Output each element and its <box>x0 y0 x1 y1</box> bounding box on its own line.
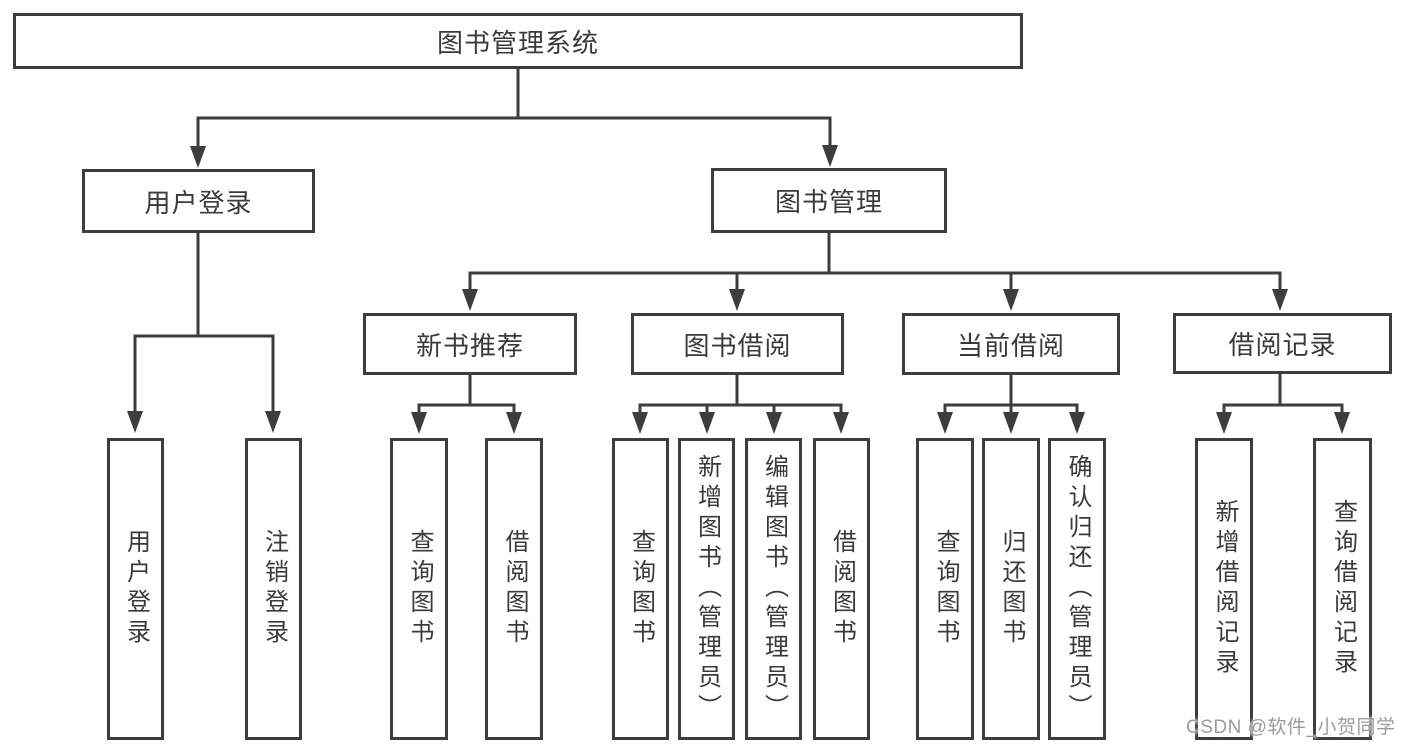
node-borrowing-records: 借阅记录 <box>1173 313 1392 374</box>
node-book-borrowing-label: 图书借阅 <box>683 330 792 361</box>
leaf-user-login: 用户登录 <box>107 438 164 740</box>
node-new-book-recommend: 新书推荐 <box>363 313 577 375</box>
csdn-watermark: CSDN @软件_小贺同学 <box>1186 717 1396 738</box>
leaf-logout: 注销登录 <box>245 438 302 740</box>
node-root: 图书管理系统 <box>13 13 1023 69</box>
node-root-label: 图书管理系统 <box>436 27 599 58</box>
leaf-return-books-label: 归还图书 <box>998 529 1025 649</box>
node-borrowing-records-label: 借阅记录 <box>1228 330 1337 360</box>
leaf-user-login-label: 用户登录 <box>122 529 150 649</box>
leaf-return-books: 归还图书 <box>982 438 1040 740</box>
node-current-borrowing-label: 当前借阅 <box>956 330 1065 361</box>
node-book-borrowing: 图书借阅 <box>631 313 844 375</box>
leaf-edit-book-admin-label: 编辑图书（管理员） <box>760 454 788 724</box>
leaf-query-borrow-record-label: 查询借阅记录 <box>1329 499 1357 679</box>
leaf-confirm-return-admin: 确认归还（管理员） <box>1048 438 1106 740</box>
leaf-query-books-current: 查询图书 <box>916 438 974 740</box>
leaf-query-books-current-label: 查询图书 <box>932 529 959 649</box>
leaf-add-book-admin: 新增图书（管理员） <box>678 438 735 740</box>
leaf-query-books-recommend-label: 查询图书 <box>406 529 433 649</box>
leaf-add-borrow-record: 新增借阅记录 <box>1195 438 1253 740</box>
node-book-management: 图书管理 <box>711 168 947 233</box>
node-user-login-label: 用户登录 <box>144 187 253 218</box>
leaf-edit-book-admin: 编辑图书（管理员） <box>745 438 802 740</box>
leaf-borrow-books-borrowing-label: 借阅图书 <box>828 529 856 649</box>
node-user-login: 用户登录 <box>82 169 315 233</box>
leaf-logout-label: 注销登录 <box>260 529 288 649</box>
leaf-add-book-admin-label: 新增图书（管理员） <box>693 454 721 724</box>
leaf-query-books-borrowing-label: 查询图书 <box>627 529 655 649</box>
node-current-borrowing: 当前借阅 <box>902 313 1120 375</box>
leaf-borrow-books-borrowing: 借阅图书 <box>813 438 870 740</box>
leaf-query-books-borrowing: 查询图书 <box>612 438 669 740</box>
leaf-confirm-return-admin-label: 确认归还（管理员） <box>1064 454 1091 724</box>
leaf-borrow-books-recommend: 借阅图书 <box>485 438 543 740</box>
leaf-borrow-books-recommend-label: 借阅图书 <box>501 529 528 649</box>
leaf-query-borrow-record: 查询借阅记录 <box>1313 438 1372 740</box>
node-new-book-recommend-label: 新书推荐 <box>415 330 524 361</box>
leaf-add-borrow-record-label: 新增借阅记录 <box>1211 499 1238 679</box>
node-book-management-label: 图书管理 <box>774 187 883 217</box>
leaf-query-books-recommend: 查询图书 <box>390 438 448 740</box>
